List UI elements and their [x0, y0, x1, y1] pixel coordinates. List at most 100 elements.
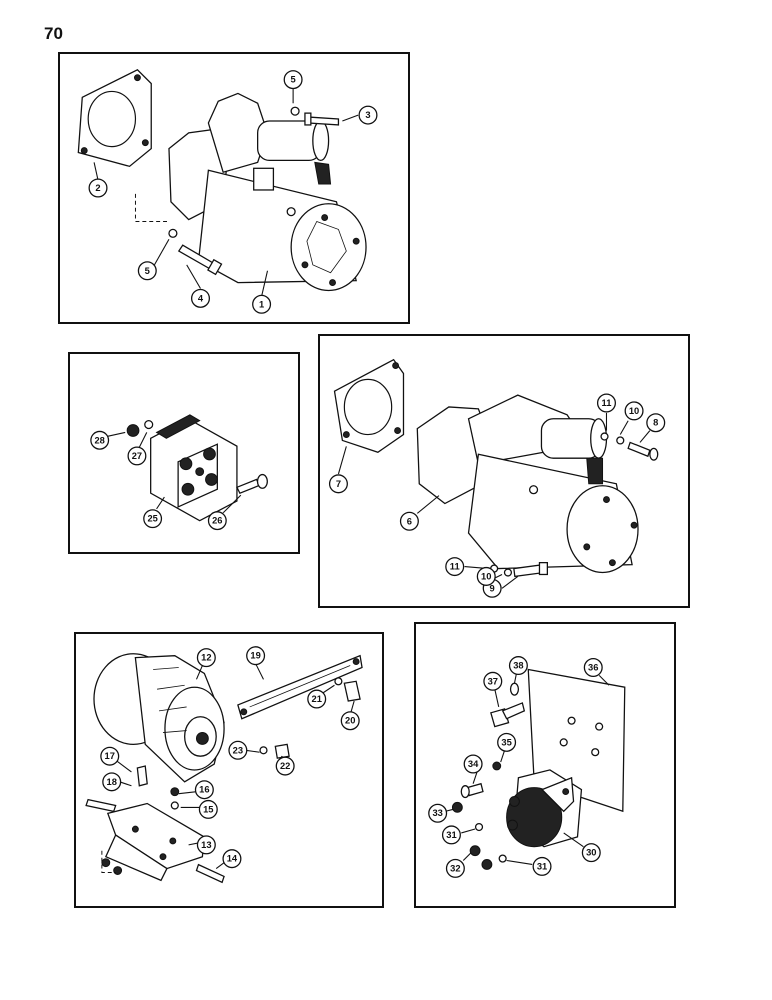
bolt-part — [290, 106, 340, 126]
starter-motor-b-illustration: 6 7 8 9 10 10 11 11 — [328, 358, 666, 598]
adjusting-strap-part — [237, 654, 363, 720]
bracket-part — [101, 787, 206, 882]
callout-8: 8 — [646, 413, 666, 433]
callout-5-lower: 5 — [137, 261, 157, 281]
callout-31: 31 — [441, 825, 461, 845]
bolt-part — [490, 682, 526, 728]
svg-text:10: 10 — [481, 571, 491, 581]
svg-text:28: 28 — [95, 435, 105, 445]
callout-18: 18 — [102, 772, 122, 792]
callout-7: 7 — [328, 474, 348, 494]
callout-1: 1 — [252, 294, 272, 314]
callout-28: 28 — [90, 430, 110, 450]
callout-15: 15 — [198, 799, 218, 819]
callout-35: 35 — [497, 732, 517, 752]
starter-motor-a-illustration: 1 2 3 4 5 5 — [77, 68, 378, 314]
callout-31-lower: 31 — [532, 856, 552, 876]
svg-text:19: 19 — [250, 651, 260, 661]
callout-17: 17 — [100, 746, 120, 766]
callout-13: 13 — [196, 835, 216, 855]
nut-part — [451, 801, 507, 870]
svg-text:25: 25 — [147, 514, 157, 524]
callout-19: 19 — [246, 646, 266, 666]
svg-text:18: 18 — [107, 777, 117, 787]
svg-text:14: 14 — [227, 854, 238, 864]
solenoid-part — [506, 769, 583, 848]
panel-relay: 25 26 27 28 — [68, 352, 300, 554]
svg-text:27: 27 — [132, 451, 142, 461]
svg-text:13: 13 — [201, 840, 211, 850]
panel-solenoid: 30 31 31 32 33 34 35 36 37 38 — [414, 622, 676, 908]
relay-part — [150, 414, 238, 522]
gasket-part — [333, 358, 405, 453]
callout-21: 21 — [307, 689, 327, 709]
callout-25: 25 — [143, 509, 163, 529]
svg-text:6: 6 — [407, 516, 412, 526]
svg-text:3: 3 — [365, 110, 370, 120]
alternator-illustration: 12 13 14 15 16 17 18 19 20 21 22 23 — [85, 646, 363, 884]
screw-part — [236, 473, 268, 494]
svg-text:17: 17 — [105, 751, 115, 761]
bolt-part — [168, 228, 223, 276]
callout-27: 27 — [127, 446, 147, 466]
relay-illustration: 25 26 27 28 — [90, 414, 268, 531]
callout-10: 10 — [624, 401, 644, 421]
svg-text:22: 22 — [280, 761, 290, 771]
callout-34: 34 — [463, 754, 483, 774]
svg-text:23: 23 — [233, 745, 243, 755]
svg-text:16: 16 — [199, 785, 209, 795]
bolt-part — [600, 432, 659, 461]
callout-22: 22 — [275, 756, 295, 776]
bolt-part — [85, 677, 361, 884]
svg-text:2: 2 — [95, 183, 100, 193]
svg-text:37: 37 — [488, 676, 498, 686]
bolt-part — [490, 562, 548, 578]
svg-text:33: 33 — [432, 808, 442, 818]
svg-text:5: 5 — [145, 266, 150, 276]
panel-alternator: 12 13 14 15 16 17 18 19 20 21 22 23 — [74, 632, 384, 908]
callout-6: 6 — [399, 511, 419, 531]
callout-33: 33 — [428, 803, 448, 823]
svg-text:4: 4 — [198, 293, 204, 303]
svg-text:12: 12 — [201, 653, 211, 663]
callout-11: 11 — [596, 393, 616, 413]
svg-text:31: 31 — [446, 830, 456, 840]
callout-16: 16 — [194, 780, 214, 800]
svg-text:8: 8 — [653, 418, 658, 428]
svg-text:30: 30 — [586, 848, 596, 858]
svg-text:26: 26 — [212, 516, 222, 526]
svg-text:20: 20 — [345, 716, 355, 726]
svg-text:31: 31 — [537, 861, 547, 871]
panel-starter-motor-a: 1 2 3 4 5 5 — [58, 52, 410, 324]
svg-text:38: 38 — [513, 661, 523, 671]
svg-text:34: 34 — [468, 759, 479, 769]
svg-text:36: 36 — [588, 663, 598, 673]
callout-3: 3 — [358, 105, 378, 125]
alternator-part — [93, 653, 225, 783]
svg-text:35: 35 — [501, 737, 511, 747]
callout-30: 30 — [581, 843, 601, 863]
gasket-part — [77, 68, 152, 168]
svg-text:15: 15 — [203, 804, 213, 814]
page-number: 70 — [44, 24, 63, 43]
callout-11-lower: 11 — [445, 557, 465, 577]
solenoid-illustration: 30 31 31 32 33 34 35 36 37 38 — [428, 656, 626, 878]
callout-10-lower: 10 — [476, 566, 496, 586]
svg-text:11: 11 — [602, 398, 612, 408]
callout-36: 36 — [583, 658, 603, 678]
callout-14: 14 — [222, 849, 242, 869]
svg-text:11: 11 — [450, 562, 460, 572]
panel-starter-motor-b: 6 7 8 9 10 10 11 11 — [318, 334, 690, 608]
svg-text:32: 32 — [450, 863, 460, 873]
callout-20: 20 — [340, 711, 360, 731]
callout-5: 5 — [283, 70, 303, 90]
starter-motor-part — [416, 394, 639, 574]
callout-26: 26 — [207, 511, 227, 531]
callout-23: 23 — [228, 740, 248, 760]
callout-4: 4 — [190, 288, 211, 308]
callout-12: 12 — [196, 648, 216, 668]
svg-text:21: 21 — [311, 694, 321, 704]
svg-text:10: 10 — [629, 406, 639, 416]
callout-38: 38 — [508, 656, 528, 676]
screw-part — [460, 761, 502, 799]
